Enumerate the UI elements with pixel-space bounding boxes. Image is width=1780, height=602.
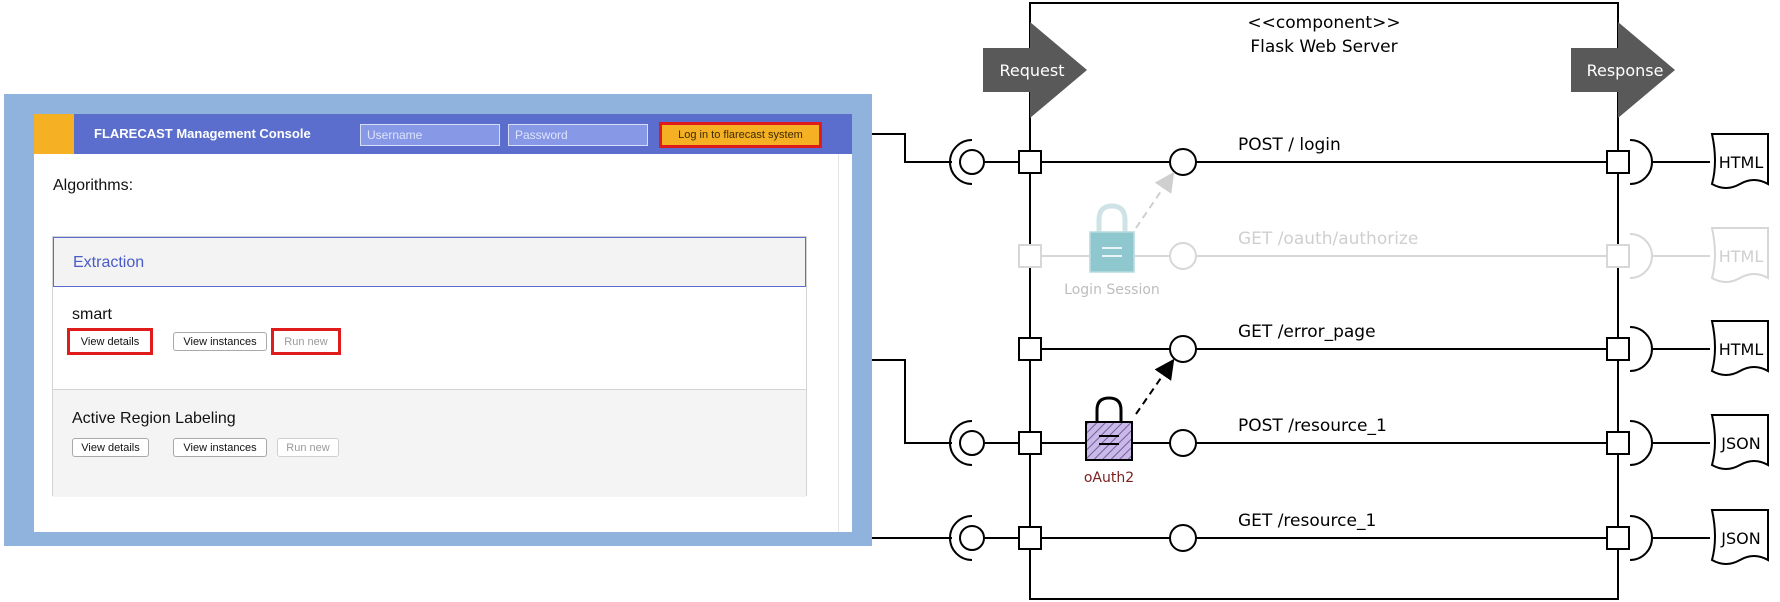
algorithm-name: smart (72, 306, 112, 323)
view-instances-button[interactable]: View instances (173, 438, 267, 457)
username-input[interactable]: Username (360, 124, 500, 146)
interface-circle (1169, 429, 1197, 457)
password-input[interactable]: Password (508, 124, 648, 146)
document-shape (1710, 414, 1769, 470)
response-port (1606, 337, 1630, 361)
login-button[interactable]: Log in to flarecast system (659, 122, 822, 148)
response-port (1606, 244, 1630, 268)
console-title: FLARECAST Management Console (94, 126, 311, 141)
console-header: FLARECAST Management Console Username Pa… (34, 114, 852, 154)
request-interface-circle (959, 149, 985, 175)
request-interface-circle (959, 430, 985, 456)
algorithm-row: Active Region Labeling View details View… (53, 389, 806, 497)
interface-circle (1169, 335, 1197, 363)
view-details-button[interactable]: View details (67, 328, 153, 355)
request-label: Request (1000, 61, 1065, 80)
console-scrollbar[interactable] (838, 154, 852, 532)
request-port (1018, 150, 1042, 174)
header-accent-block (34, 114, 74, 154)
algorithm-name: Active Region Labeling (72, 410, 236, 427)
extraction-label: Extraction (73, 254, 145, 271)
response-socket (1629, 515, 1653, 561)
request-port (1018, 526, 1042, 550)
endpoint-label: GET /oauth/authorize (1238, 229, 1418, 249)
response-format: HTML (1719, 247, 1764, 266)
component-box (1029, 2, 1619, 600)
login-session-label: Login Session (1064, 282, 1160, 298)
response-arrow-shape (1571, 22, 1675, 118)
response-port (1606, 526, 1630, 550)
request-port (1018, 337, 1042, 361)
response-socket (1629, 420, 1653, 466)
endpoint-label: POST /resource_1 (1238, 416, 1387, 436)
response-socket (1629, 139, 1653, 185)
document-shape (1710, 320, 1769, 376)
response-label: Response (1587, 61, 1664, 80)
response-port (1606, 431, 1630, 455)
component-name: Flask Web Server (1250, 37, 1397, 57)
response-format: JSON (1720, 434, 1760, 453)
document-shape (1710, 227, 1769, 283)
oauth2-dependency-arrow (1135, 358, 1175, 415)
request-port (1018, 244, 1042, 268)
interface-circle (1169, 242, 1197, 270)
interface-circle (1169, 148, 1197, 176)
request-port (1018, 431, 1042, 455)
document-shape (1710, 509, 1769, 565)
endpoint-label: GET /error_page (1238, 322, 1376, 342)
endpoint-label: GET /resource_1 (1238, 511, 1376, 531)
document-shape (1710, 133, 1769, 189)
management-console: FLARECAST Management Console Username Pa… (34, 114, 852, 532)
request-arrow-shape (983, 22, 1087, 118)
algorithms-panel: Extraction smart View details View insta… (52, 236, 807, 497)
run-new-button[interactable]: Run new (271, 328, 341, 355)
login-session-lock-icon (1089, 203, 1135, 273)
component-stereotype: <<component>> (1247, 13, 1400, 33)
response-socket (1629, 233, 1653, 279)
view-instances-button[interactable]: View instances (173, 332, 267, 351)
oauth2-label: oAuth2 (1084, 470, 1134, 486)
extraction-section-header[interactable]: Extraction (53, 237, 806, 287)
run-new-button[interactable]: Run new (277, 438, 339, 457)
response-format: HTML (1719, 153, 1764, 172)
login-session-dependency-arrow (1135, 171, 1175, 229)
response-format: HTML (1719, 340, 1764, 359)
response-format: JSON (1720, 529, 1760, 548)
response-port (1606, 150, 1630, 174)
view-details-button[interactable]: View details (72, 438, 149, 457)
response-socket (1629, 326, 1653, 372)
endpoint-label: POST / login (1238, 135, 1341, 155)
oauth2-lock-icon (1085, 396, 1133, 461)
console-screenshot-frame: FLARECAST Management Console Username Pa… (4, 94, 872, 546)
algorithms-heading: Algorithms: (53, 177, 134, 194)
request-interface-circle (959, 525, 985, 551)
interface-circle (1169, 524, 1197, 552)
